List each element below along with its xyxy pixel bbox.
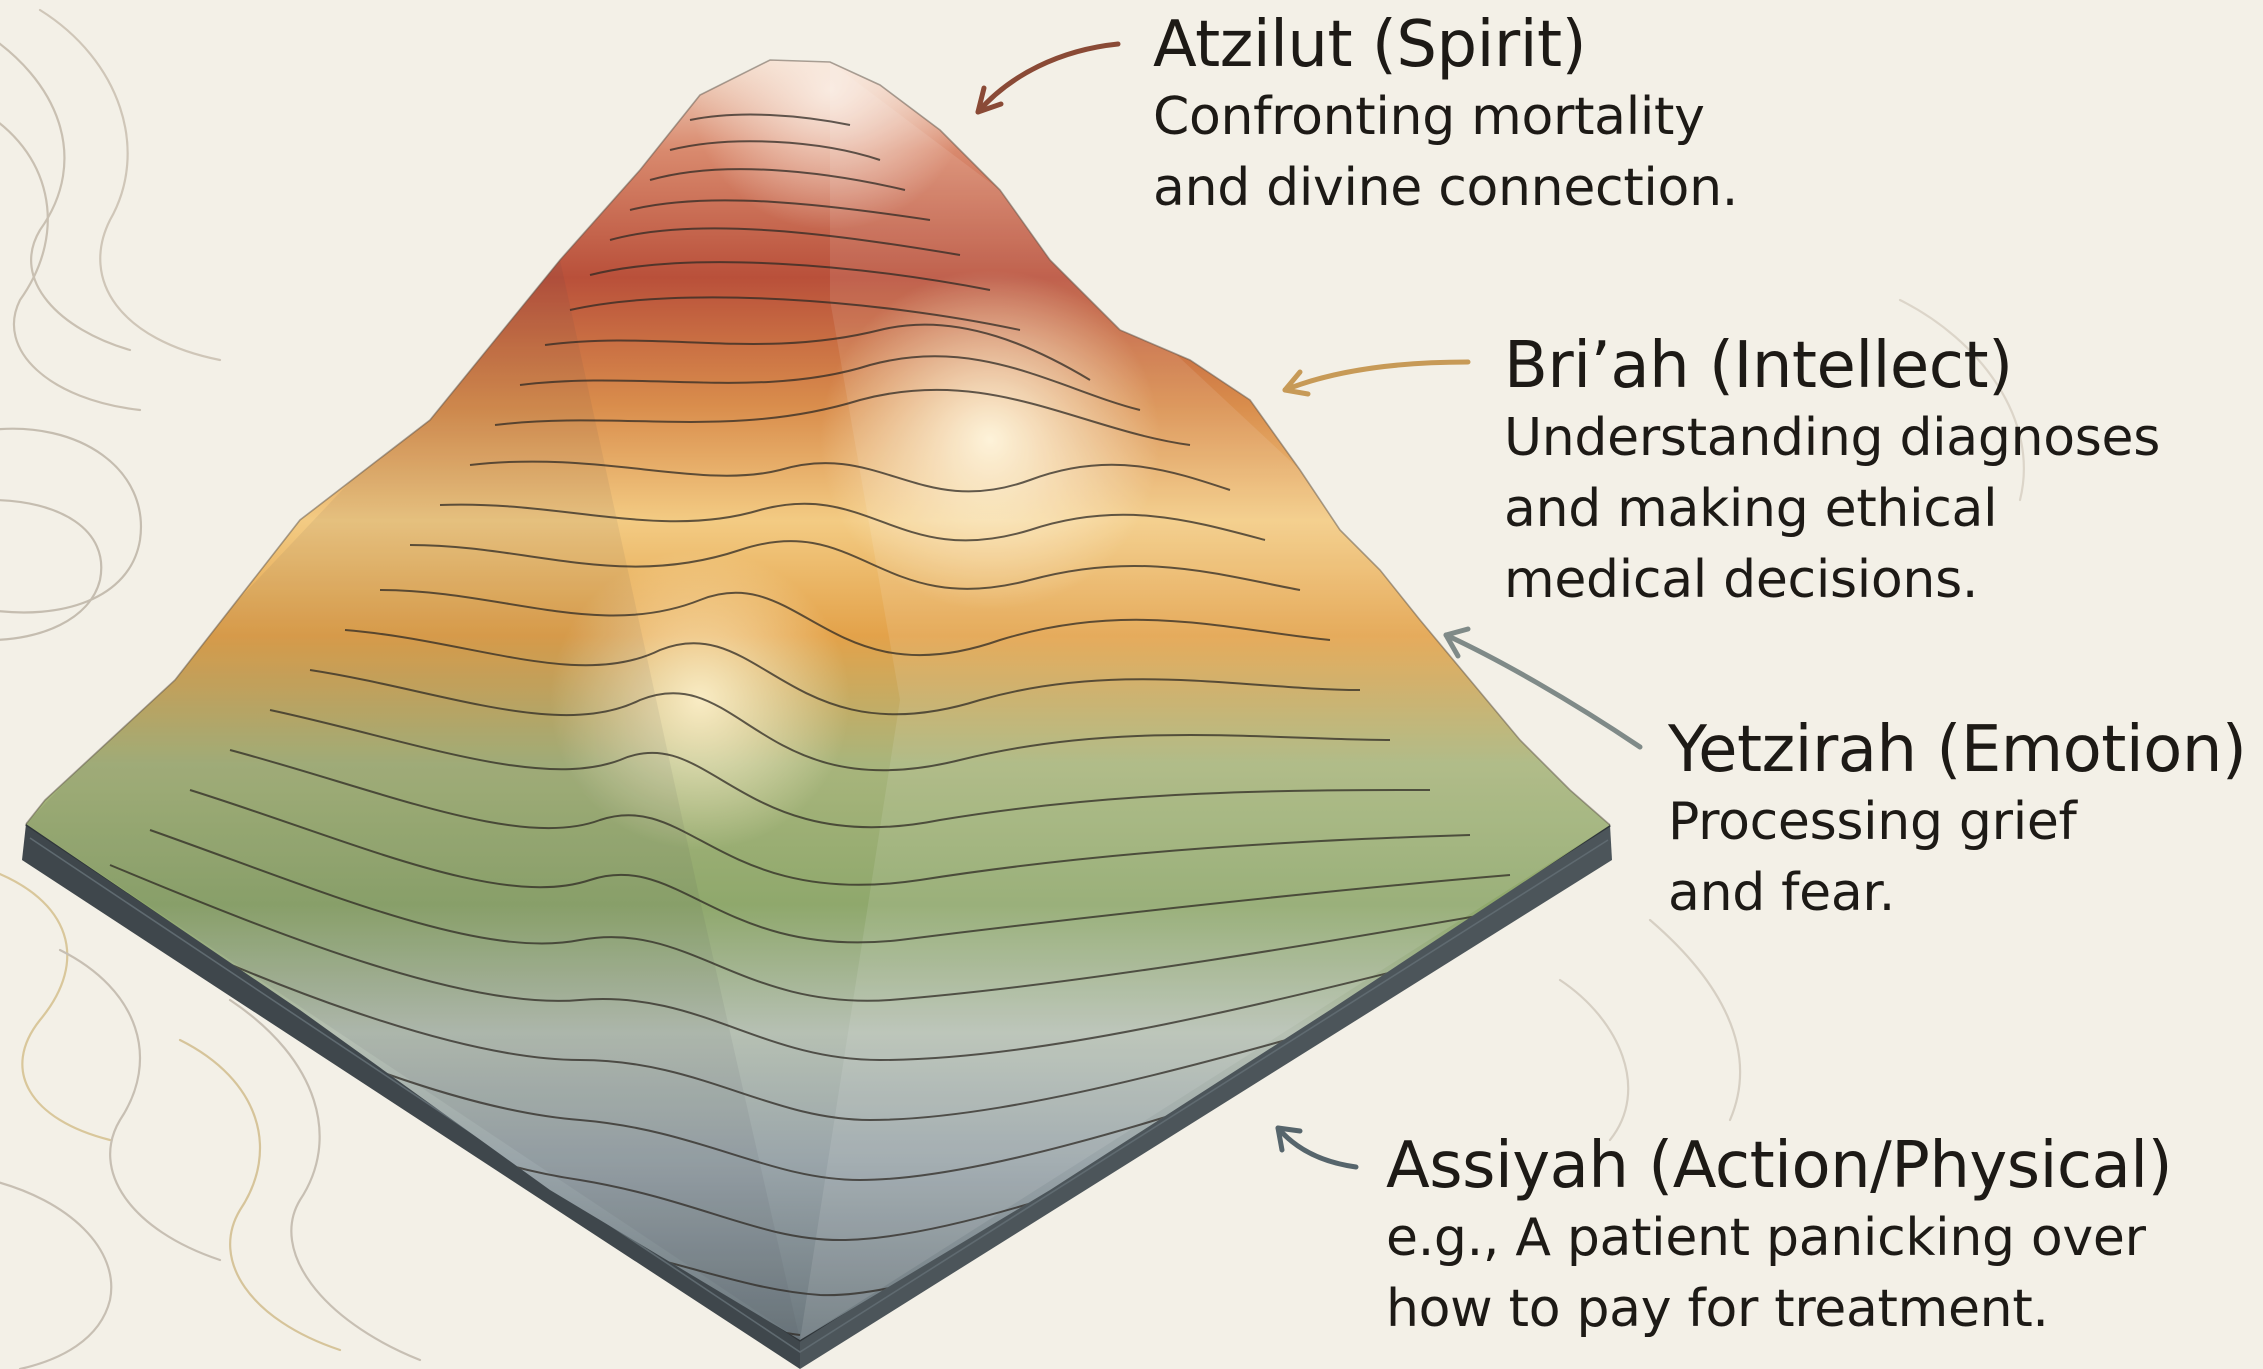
arrow-briah <box>1285 362 1468 394</box>
label-assiyah-title: Assiyah (Action/Physical) <box>1386 1129 2246 1203</box>
arrow-atzilut <box>978 44 1118 112</box>
label-assiyah: Assiyah (Action/Physical) e.g., A patien… <box>1386 1129 2246 1345</box>
label-briah: Bri’ah (Intellect) Understanding diagnos… <box>1504 329 2244 616</box>
label-yetzirah: Yetzirah (Emotion) Processing grief and … <box>1668 713 2258 929</box>
arrow-assiyah <box>1278 1128 1356 1167</box>
label-atzilut-description: Confronting mortality and divine connect… <box>1153 82 1853 224</box>
label-atzilut: Atzilut (Spirit) Confronting mortality a… <box>1153 8 1853 224</box>
label-atzilut-title: Atzilut (Spirit) <box>1153 8 1853 82</box>
label-yetzirah-title: Yetzirah (Emotion) <box>1668 713 2258 787</box>
label-briah-title: Bri’ah (Intellect) <box>1504 329 2244 403</box>
label-yetzirah-description: Processing grief and fear. <box>1668 787 2258 929</box>
label-briah-description: Understanding diagnoses and making ethic… <box>1504 403 2244 616</box>
label-assiyah-description: e.g., A patient panicking over how to pa… <box>1386 1203 2246 1345</box>
